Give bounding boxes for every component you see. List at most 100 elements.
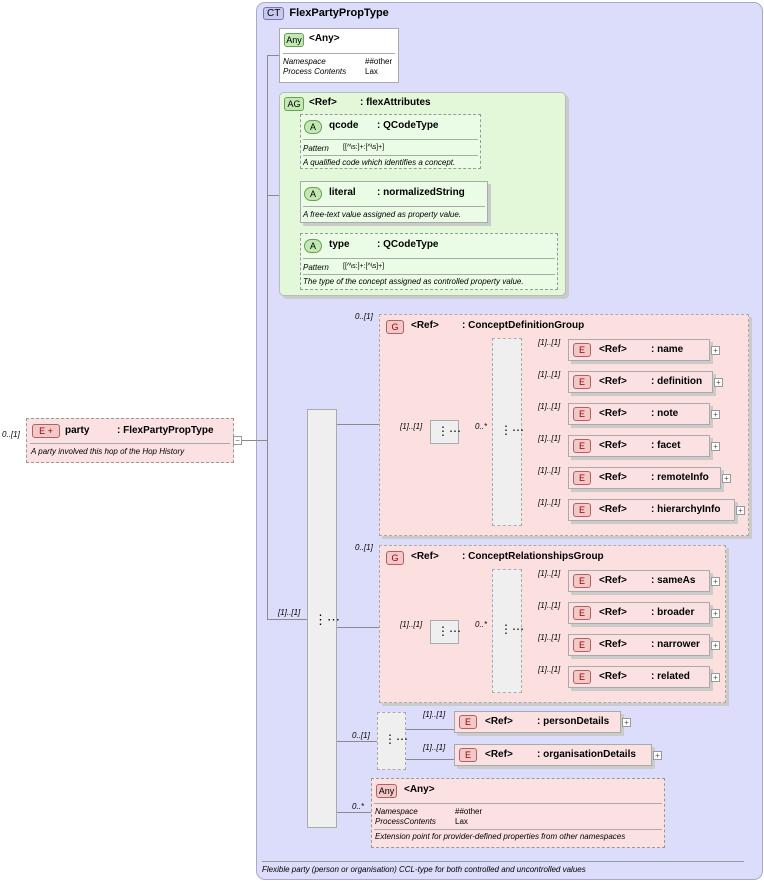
element-ref: <Ref> bbox=[485, 749, 513, 760]
any-attribute-badge: Any bbox=[284, 33, 304, 47]
element-ref-name[interactable]: E<Ref>: name bbox=[568, 339, 710, 361]
element-multiplicity: [1]..[1] bbox=[538, 466, 561, 475]
element-ref-definition[interactable]: E<Ref>: definition bbox=[568, 371, 713, 393]
namespace-value: ##other bbox=[455, 807, 483, 816]
collapse-icon[interactable]: − bbox=[233, 436, 242, 445]
any-element-multiplicity: 0..* bbox=[352, 802, 365, 811]
element-multiplicity: [1]..[1] bbox=[538, 665, 561, 674]
element-ref: <Ref> bbox=[599, 440, 627, 451]
sequence-icon: ⋮⋯ bbox=[314, 612, 340, 627]
element-name: : personDetails bbox=[537, 716, 610, 727]
expand-icon[interactable]: + bbox=[711, 641, 720, 650]
main-sequence-compositor[interactable] bbox=[307, 409, 337, 828]
any-attribute[interactable]: Any <Any> Namespace ##other Process Cont… bbox=[279, 28, 399, 83]
element-ref-sameas[interactable]: E<Ref>: sameAs bbox=[568, 570, 710, 592]
expand-icon[interactable]: + bbox=[722, 474, 731, 483]
sequence-multiplicity: [1]..[1] bbox=[400, 620, 423, 629]
attribute-type: : QCodeType bbox=[377, 120, 439, 131]
choice-compositor[interactable]: ⋮⋯ bbox=[492, 569, 524, 693]
element-ref-related[interactable]: E<Ref>: related bbox=[568, 666, 710, 688]
element-ref-remoteinfo[interactable]: E<Ref>: remoteInfo bbox=[568, 467, 721, 489]
element-ref: <Ref> bbox=[599, 575, 627, 586]
element-name: : note bbox=[651, 408, 679, 419]
element-badge: E bbox=[573, 407, 591, 421]
element-badge: E bbox=[459, 715, 477, 729]
element-ref: <Ref> bbox=[599, 344, 627, 355]
namespace-value: ##other bbox=[365, 57, 393, 66]
element-ref-note[interactable]: E<Ref>: note bbox=[568, 403, 710, 425]
element-ref-broader[interactable]: E<Ref>: broader bbox=[568, 602, 710, 624]
element-badge: E bbox=[573, 574, 591, 588]
attribute-qcode[interactable]: A qcode : QCodeType Pattern [[^\s:]+:[^\… bbox=[300, 114, 481, 169]
element-name: : organisationDetails bbox=[537, 749, 636, 760]
expand-icon[interactable]: + bbox=[711, 442, 720, 451]
attribute-name: qcode bbox=[329, 120, 359, 131]
root-element-party[interactable]: E + party : FlexPartyPropType A party in… bbox=[26, 418, 234, 463]
any-element[interactable]: Any <Any> Namespace ##other ProcessConte… bbox=[371, 778, 665, 848]
element-ref: <Ref> bbox=[485, 716, 513, 727]
choice-compositor[interactable]: ⋮⋯ bbox=[492, 338, 524, 526]
process-contents-value: Lax bbox=[365, 67, 378, 76]
element-name: : facet bbox=[651, 440, 681, 451]
pattern-value: [[^\s:]+:[^\s]+] bbox=[343, 144, 385, 151]
expand-icon[interactable]: + bbox=[653, 751, 662, 760]
element-multiplicity: [1]..[1] bbox=[538, 633, 561, 642]
connector-line bbox=[235, 440, 267, 441]
expand-icon[interactable]: + bbox=[711, 609, 720, 618]
attribute-name: literal bbox=[329, 187, 356, 198]
element-badge: E bbox=[573, 439, 591, 453]
element-badge: E bbox=[573, 503, 591, 517]
element-multiplicity: [1]..[1] bbox=[538, 569, 561, 578]
connector-line bbox=[267, 195, 279, 196]
attribute-badge: A bbox=[304, 120, 322, 134]
element-ref: <Ref> bbox=[599, 504, 627, 515]
sequence-compositor[interactable]: ⋮⋯ bbox=[430, 420, 461, 444]
complex-type-badge: CT bbox=[263, 7, 285, 20]
divider bbox=[374, 803, 662, 804]
element-ref-organisationdetails[interactable]: E<Ref>: organisationDetails bbox=[454, 744, 652, 766]
choice-icon: ⋮⋯ bbox=[500, 622, 524, 636]
process-contents-key: ProcessContents bbox=[375, 817, 436, 826]
divider bbox=[30, 443, 230, 444]
choice-multiplicity: 0..* bbox=[475, 620, 488, 629]
attribute-group-badge: AG bbox=[284, 97, 304, 111]
expand-icon[interactable]: + bbox=[711, 346, 720, 355]
root-multiplicity: 0..[1] bbox=[2, 430, 20, 439]
expand-icon[interactable]: + bbox=[711, 673, 720, 682]
connector-line bbox=[337, 812, 371, 813]
element-name: : hierarchyInfo bbox=[651, 504, 721, 515]
element-ref-narrower[interactable]: E<Ref>: narrower bbox=[568, 634, 710, 656]
main-sequence-multiplicity: [1]..[1] bbox=[278, 608, 301, 617]
sequence-multiplicity: [1]..[1] bbox=[400, 422, 423, 431]
expand-icon[interactable]: + bbox=[711, 410, 720, 419]
expand-icon[interactable]: + bbox=[622, 718, 631, 727]
element-ref: <Ref> bbox=[599, 639, 627, 650]
expand-icon[interactable]: + bbox=[714, 378, 723, 387]
expand-icon[interactable]: + bbox=[711, 577, 720, 586]
attribute-type: : normalizedString bbox=[377, 187, 465, 198]
namespace-key: Namespace bbox=[283, 57, 326, 66]
element-badge: E + bbox=[32, 424, 60, 438]
element-multiplicity: [1]..[1] bbox=[538, 402, 561, 411]
attribute-group-name: : flexAttributes bbox=[360, 97, 431, 108]
pattern-key: Pattern bbox=[303, 263, 329, 272]
element-ref-facet[interactable]: E <Ref> : facet bbox=[568, 435, 710, 457]
attribute-type[interactable]: A type : QCodeType Pattern [[^\s:]+:[^\s… bbox=[300, 233, 558, 290]
element-multiplicity: [1]..[1] bbox=[538, 434, 561, 443]
root-element-type: : FlexPartyPropType bbox=[117, 425, 214, 436]
pattern-key: Pattern bbox=[303, 144, 329, 153]
divider bbox=[303, 139, 478, 140]
element-ref-hierarchyinfo[interactable]: E <Ref> : hierarchyInfo bbox=[568, 499, 735, 521]
expand-icon[interactable]: + bbox=[736, 506, 745, 515]
attribute-literal[interactable]: A literal : normalizedString A free-text… bbox=[300, 181, 488, 223]
any-element-documentation: Extension point for provider-defined pro… bbox=[375, 832, 626, 841]
element-ref-persondetails[interactable]: E <Ref> : personDetails bbox=[454, 711, 621, 733]
any-attribute-label: <Any> bbox=[309, 33, 340, 44]
divider bbox=[303, 258, 555, 259]
group-badge: G bbox=[386, 551, 404, 565]
attribute-documentation: The type of the concept assigned as cont… bbox=[303, 277, 524, 286]
sequence-icon: ⋮⋯ bbox=[437, 624, 461, 638]
sequence-compositor[interactable]: ⋮⋯ bbox=[430, 620, 461, 644]
choice-compositor[interactable]: ⋮⋯ bbox=[377, 712, 408, 770]
element-multiplicity: [1]..[1] bbox=[538, 498, 561, 507]
